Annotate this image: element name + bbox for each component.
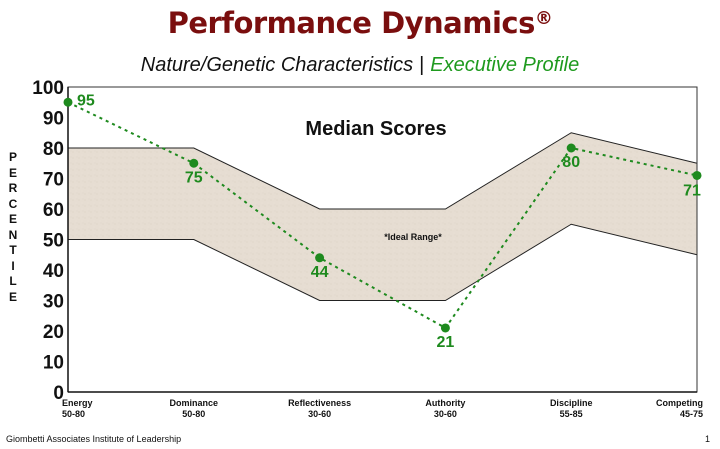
percentile-letter: L (9, 274, 17, 288)
y-tick-label: 0 (53, 383, 64, 404)
percentile-letter: T (9, 243, 17, 257)
ideal-range-label: *Ideal Range* (384, 232, 442, 242)
score-point (692, 170, 702, 180)
percentile-letter: E (8, 289, 17, 304)
score-point (440, 323, 450, 333)
x-category-label: Authority (425, 398, 465, 408)
y-tick-label: 20 (43, 322, 64, 343)
plot-frame-group (67, 86, 698, 393)
score-point (189, 158, 199, 168)
score-data-label: 75 (185, 169, 203, 186)
y-tick-label: 40 (43, 261, 64, 282)
footer-page-number: 1 (704, 434, 710, 444)
title-text: Performance Dynamics (167, 6, 536, 40)
subtitle-left: Nature/Genetic Characteristics (140, 54, 414, 76)
y-tick-label: 50 (43, 231, 64, 252)
percentile-letter: I (11, 258, 15, 273)
score-data-label: 95 (77, 92, 95, 109)
page-title: Performance Dynamics® (0, 6, 720, 40)
y-tick-label: 10 (43, 353, 64, 374)
ideal-range-band-group (68, 132, 698, 301)
registered-mark: ® (534, 8, 553, 29)
score-data-label: 21 (437, 334, 455, 351)
x-category-label: Reflectiveness (288, 398, 351, 408)
y-tick-labels: 0 10 20 30 40 50 60 70 80 90 100 (32, 78, 64, 404)
ideal-range-upper-line (68, 132, 698, 210)
percentile-letter: E (8, 212, 17, 226)
percentile-letter: E (8, 165, 17, 180)
percentile-letter: R (8, 181, 18, 195)
x-category-range: 50-80 (62, 409, 85, 419)
x-category-label: Competing (656, 398, 703, 408)
y-tick-label: 80 (43, 139, 64, 160)
ideal-range-lower-line (68, 223, 698, 301)
y-tick-label: 70 (43, 170, 64, 191)
score-point (63, 97, 73, 107)
y-tick-label: 60 (43, 200, 64, 221)
score-series-group: 95 75 44 21 80 71 (63, 92, 702, 351)
y-tick-label: 90 (43, 109, 64, 130)
score-data-label: 44 (311, 264, 329, 281)
x-category-label: Dominance (170, 398, 219, 408)
x-category-range: 50-80 (182, 409, 205, 419)
x-category-label: Discipline (550, 398, 593, 408)
percentile-letter: C (8, 196, 18, 211)
x-category-range: 55-85 (560, 409, 583, 419)
x-category-range: 30-60 (434, 409, 457, 419)
x-category-range: 30-60 (308, 409, 331, 419)
score-data-label: 80 (562, 154, 580, 171)
subtitle-separator: | (419, 54, 425, 76)
x-category-range: 45-75 (680, 409, 703, 419)
x-category-labels: Energy50-80Dominance50-80Reflectiveness3… (62, 398, 703, 419)
score-data-label: 71 (683, 182, 701, 199)
score-point (566, 143, 576, 153)
chart-title: Median Scores (305, 118, 446, 140)
x-category-label: Energy (62, 398, 93, 408)
subtitle-right: Executive Profile (430, 54, 580, 76)
percentile-letter: N (8, 227, 18, 242)
page-subtitle: Nature/Genetic Characteristics|Executive… (0, 54, 720, 77)
y-tick-label: 30 (43, 292, 64, 313)
percentile-letter: P (8, 150, 17, 164)
y-tick-label: 100 (32, 78, 64, 99)
footer-organization: Giombetti Associates Institute of Leader… (6, 434, 182, 444)
score-point (315, 253, 325, 263)
ideal-range-band (68, 132, 697, 301)
